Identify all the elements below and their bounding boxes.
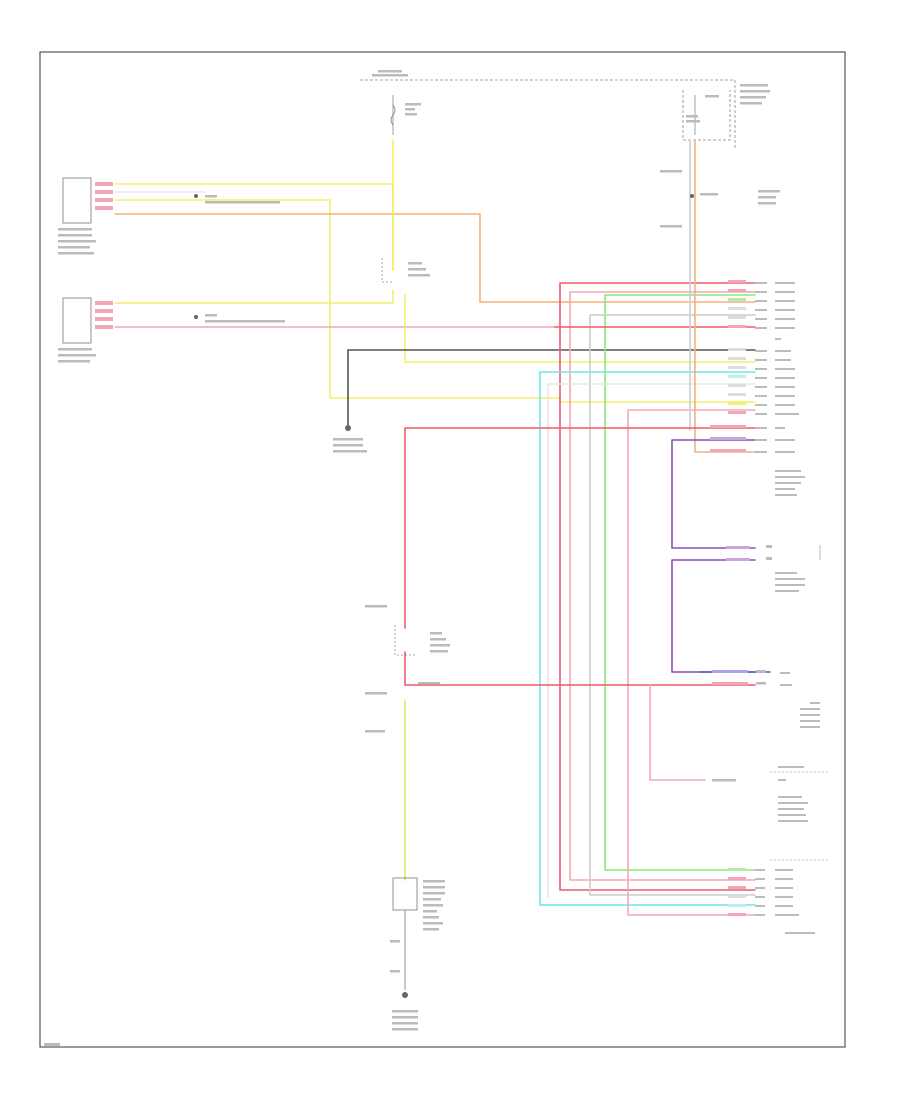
middle-right-module: [726, 545, 821, 592]
bottom-audio-unit: [728, 859, 830, 934]
wire-yellow-2: [114, 199, 756, 403]
connector-icon: [381, 258, 430, 283]
small-module: [712, 766, 830, 822]
ground-icon-bottom: [392, 992, 418, 1031]
splice-point: [194, 194, 198, 198]
fuse-icon: [390, 95, 421, 135]
wire-pink-2: [569, 291, 756, 881]
junction: [690, 194, 694, 198]
wire-black-ground: [347, 349, 756, 426]
wire-green: [604, 294, 756, 871]
speaker-icon: [390, 877, 445, 990]
figure-id: [44, 1043, 60, 1046]
wire-red-relay: [404, 651, 756, 686]
wire-white-2: [547, 383, 756, 898]
top-bus-label: [372, 70, 408, 77]
wire-orange-2: [694, 139, 756, 453]
top-right-unit: [682, 80, 770, 148]
audio-unit-pins: [710, 280, 746, 452]
wire-purple-2: [671, 559, 756, 673]
wire-red-long: [404, 427, 756, 629]
wire-orange-1: [114, 213, 756, 303]
wire-yellow-lower: [404, 294, 756, 363]
rear-left-speaker-connector: [58, 297, 113, 363]
diagram-frame: [39, 51, 846, 1048]
lower-right-module: [712, 670, 820, 728]
audio-unit-labels: [755, 282, 805, 496]
wire-purple-1: [671, 439, 756, 549]
wire-cyan: [539, 371, 756, 906]
wire-yellow-1: [114, 183, 394, 271]
splice-point-2: [194, 315, 198, 319]
wire-gray: [589, 314, 756, 896]
wire-red-2: [559, 282, 756, 891]
ground-icon: [333, 425, 367, 453]
relay-center: [365, 605, 450, 733]
wire-pink-3: [627, 409, 756, 916]
front-left-speaker-connector: [58, 177, 113, 255]
wire-yellow-3: [114, 289, 394, 304]
wire-pink-branch: [649, 684, 706, 781]
